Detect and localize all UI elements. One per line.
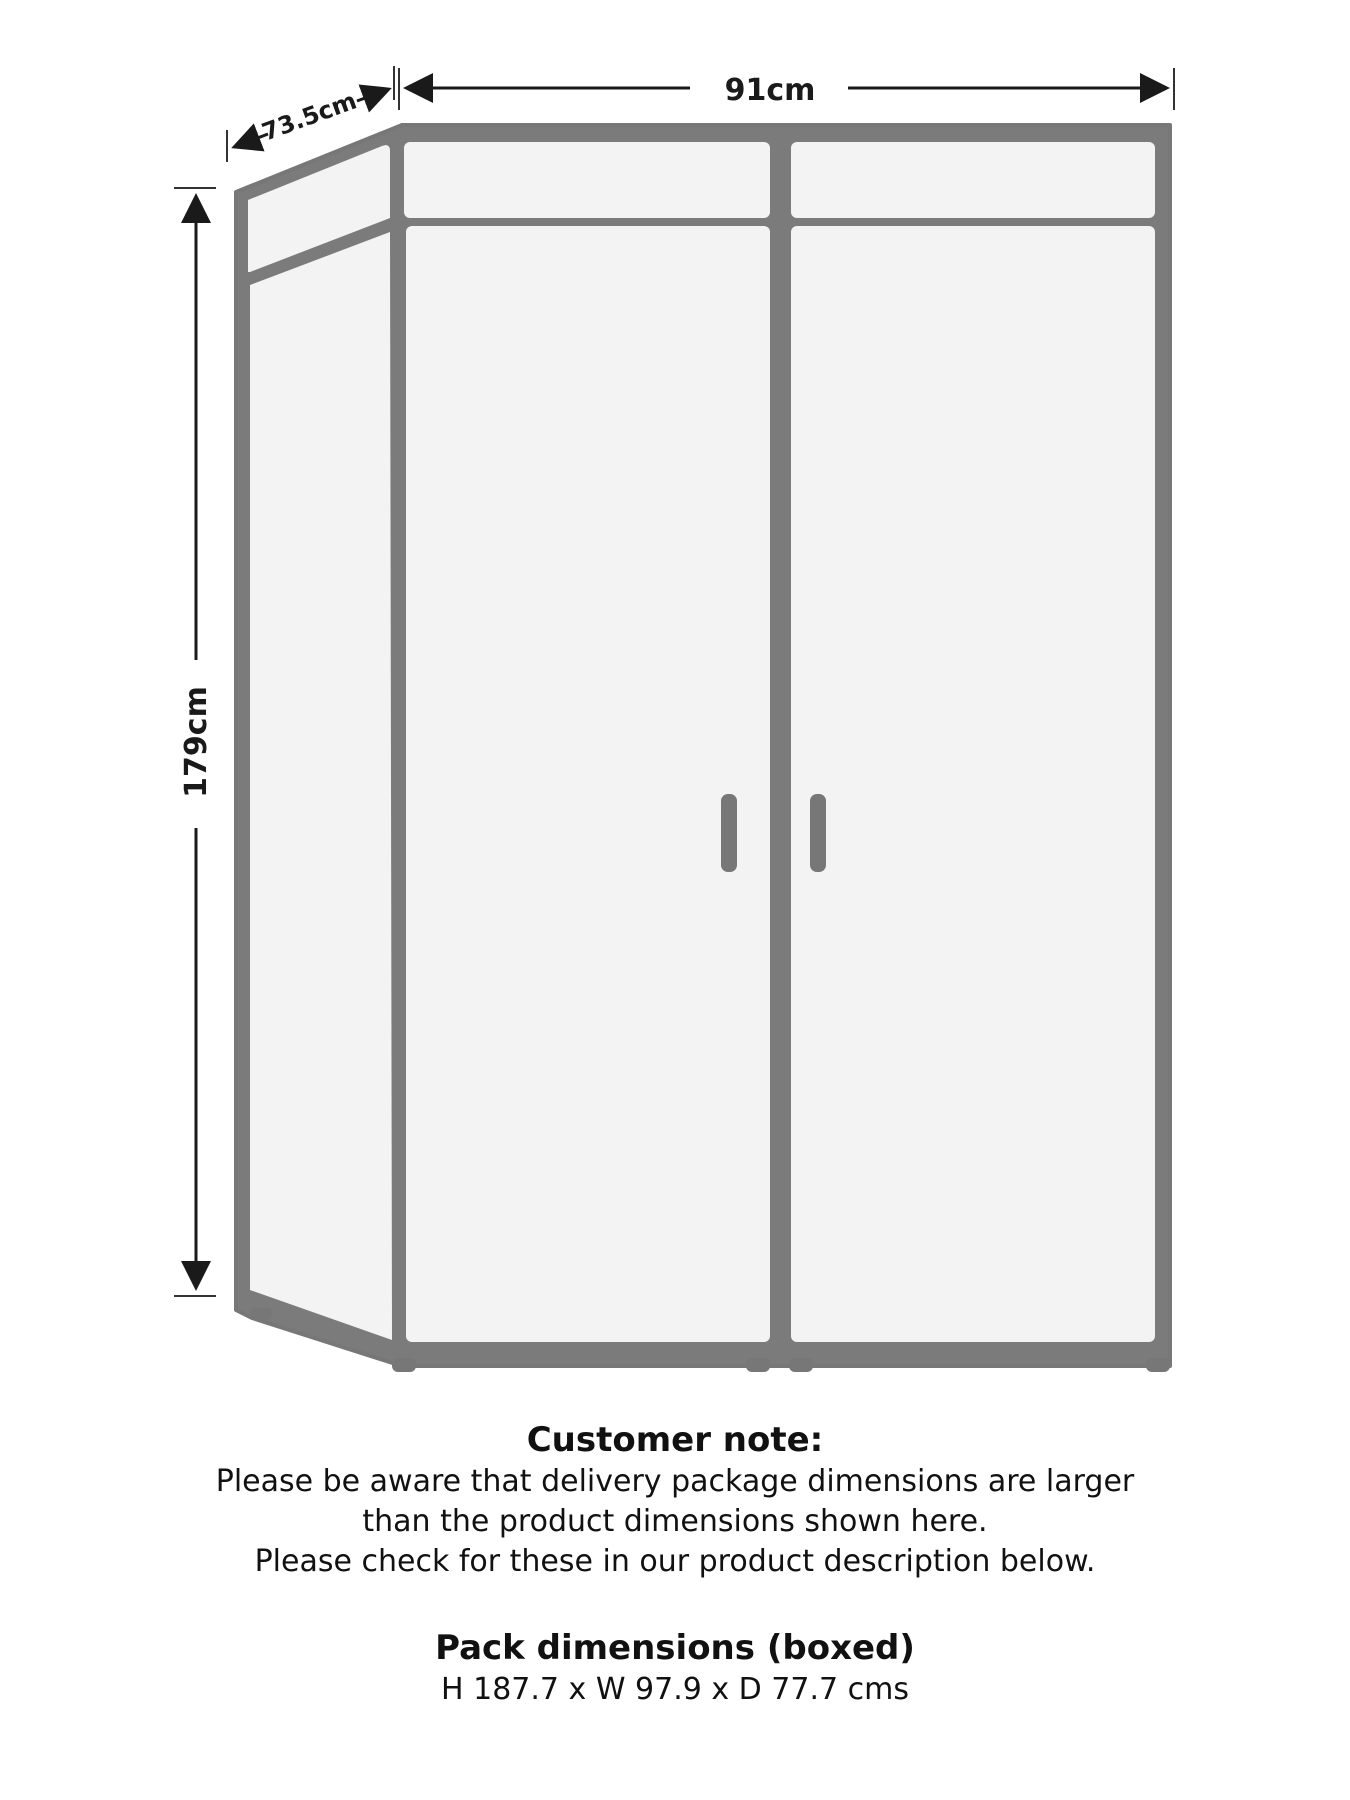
foot-front-mid-left [746,1358,770,1372]
wardrobe-dimension-diagram: 91cm 73.5cm 179cm [174,66,1175,1372]
depth-arrow-right [356,84,392,113]
side-panel-main [250,232,392,1340]
customer-note: Customer note: Please be aware that deli… [0,1418,1350,1582]
top-panel-right [791,142,1155,218]
left-door-handle [721,794,737,872]
right-door [791,226,1155,1342]
left-door [406,226,770,1342]
depth-label: 73.5cm [258,86,360,146]
right-door-handle [810,794,826,872]
customer-note-line: Please check for these in our product de… [254,1544,1096,1579]
width-dimension: 91cm [398,68,1175,110]
foot-front-left [392,1358,416,1372]
foot-front-mid-right [789,1358,813,1372]
top-panel-left [404,142,770,218]
customer-note-line: than the product dimensions shown here. [362,1504,988,1539]
customer-note-line: Please be aware that delivery package di… [215,1464,1135,1499]
height-dimension: 179cm [174,187,216,1297]
width-label: 91cm [725,73,816,108]
wardrobe-outline [234,123,1172,1372]
customer-note-heading: Customer note: [526,1420,824,1460]
foot-front-right [1146,1358,1170,1372]
foot-side [250,1308,272,1320]
pack-dimensions-heading: Pack dimensions (boxed) [435,1628,915,1668]
pack-dimensions: Pack dimensions (boxed) H 187.7 x W 97.9… [0,1626,1350,1710]
height-label: 179cm [179,686,214,798]
depth-arrow-left [231,123,269,152]
pack-dimensions-value: H 187.7 x W 97.9 x D 77.7 cms [441,1672,909,1707]
side-panel-top [248,145,390,272]
